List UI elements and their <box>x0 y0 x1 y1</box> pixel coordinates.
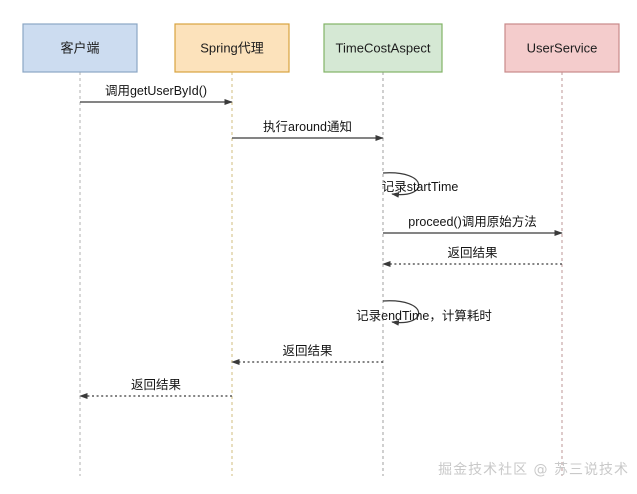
participant-spring-proxy[interactable]: Spring代理 <box>174 23 290 73</box>
participant-box-user-service[interactable] <box>504 23 620 73</box>
self-message-arrow-m6 <box>382 300 420 326</box>
message-m6[interactable]: 记录endTime，计算耗时 <box>356 300 492 326</box>
watermark-group: 掘金技术社区 @ 苏三说技术 <box>438 462 629 478</box>
participant-client[interactable]: 客户端 <box>22 23 138 73</box>
message-label-m8: 返回结果 <box>131 378 182 392</box>
participant-box-time-cost-aspect[interactable] <box>323 23 443 73</box>
message-m5[interactable]: 返回结果 <box>382 246 562 268</box>
message-m7[interactable]: 返回结果 <box>231 344 383 366</box>
participant-headers-group: 客户端 Spring代理 TimeCostAspect UserService <box>22 23 620 73</box>
participant-label-time-cost-aspect: TimeCostAspect <box>336 40 431 55</box>
message-label-m4: proceed()调用原始方法 <box>408 214 537 229</box>
message-label-m3: 记录startTime <box>382 180 459 194</box>
self-message-arrow-m3 <box>382 172 420 198</box>
message-m1[interactable]: 调用getUserById() <box>80 84 233 106</box>
participant-box-spring-proxy[interactable] <box>174 23 290 73</box>
participant-label-spring-proxy: Spring代理 <box>200 40 264 55</box>
participant-user-service[interactable]: UserService <box>504 23 620 73</box>
message-m2[interactable]: 执行around通知 <box>232 120 384 142</box>
watermark-label: 掘金技术社区 @ 苏三说技术 <box>438 462 629 478</box>
participant-label-user-service: UserService <box>527 40 598 55</box>
message-m3[interactable]: 记录startTime <box>382 172 459 198</box>
message-m8[interactable]: 返回结果 <box>79 378 232 400</box>
participant-time-cost-aspect[interactable]: TimeCostAspect <box>323 23 443 73</box>
message-m4[interactable]: proceed()调用原始方法 <box>383 214 563 237</box>
participant-label-client: 客户端 <box>60 40 99 55</box>
participant-box-client[interactable] <box>22 23 138 73</box>
message-label-m7: 返回结果 <box>282 344 333 358</box>
message-label-m1: 调用getUserById() <box>105 84 207 98</box>
message-label-m6: 记录endTime，计算耗时 <box>356 308 492 323</box>
message-label-m5: 返回结果 <box>447 246 498 260</box>
message-label-m2: 执行around通知 <box>263 120 352 134</box>
